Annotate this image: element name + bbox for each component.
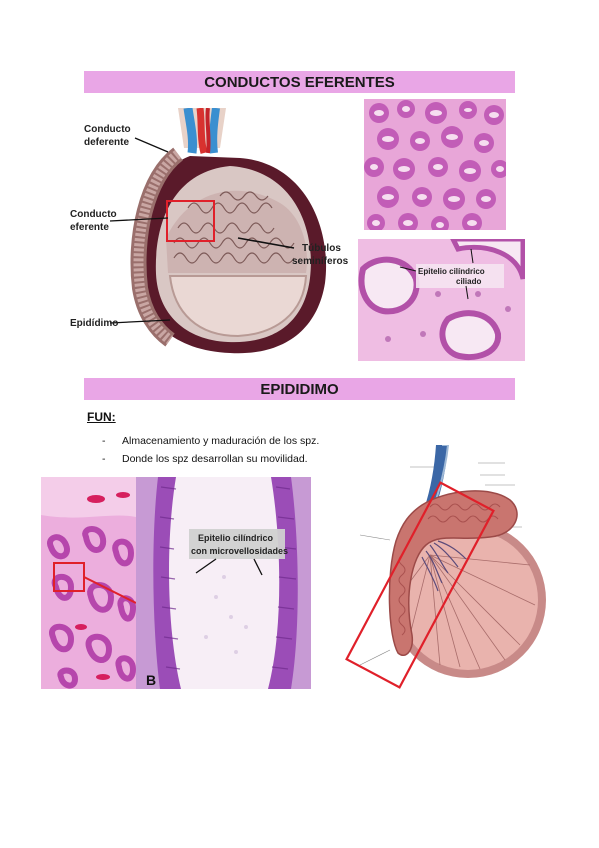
bullet-text: Almacenamiento y maduración de los spz. xyxy=(122,435,320,447)
label-tubulos-line2: seminíferos xyxy=(292,256,349,267)
bullet-text: Donde los spz desarrollan su movilidad. xyxy=(122,453,308,465)
micrograph-ciliated-epithelium: Epitelio cilíndrico ciliado xyxy=(358,239,525,361)
label-epitelio-ciliado-line1: Epitelio cilíndrico xyxy=(418,267,485,276)
micrograph-epididymis-high: Epitelio cilíndrico con microvellosidade… xyxy=(136,477,311,689)
label-epitelio-microvellosidades-line1: Epitelio cilíndrico xyxy=(198,533,274,543)
list-item: - Donde los spz desarrollan su movilidad… xyxy=(102,450,319,468)
testis-diagram: Conducto deferente Conducto eferente Túb… xyxy=(70,108,360,366)
label-conducto-deferente-line1: Conducto xyxy=(84,124,131,135)
micrograph-efferent-ducts-low xyxy=(364,99,506,230)
label-conducto-deferente-line2: deferente xyxy=(84,137,129,148)
label-epitelio-ciliado-line2: ciliado xyxy=(456,277,481,286)
section-title-epididimo: EPIDIDIMO xyxy=(84,378,515,400)
panel-letter: B xyxy=(146,672,156,688)
list-item: - Almacenamiento y maduración de los spz… xyxy=(102,432,319,450)
label-tubulos-line1: Túbulos xyxy=(302,243,341,254)
label-conducto-eferente-line2: eferente xyxy=(70,222,109,233)
label-conducto-eferente-line1: Conducto xyxy=(70,209,117,220)
epididymis-anatomy-illustration xyxy=(330,445,558,690)
micrograph-epididymis-low xyxy=(41,477,136,689)
function-list: - Almacenamiento y maduración de los spz… xyxy=(102,432,319,468)
label-epididimo: Epidídimo xyxy=(70,318,118,329)
label-epitelio-microvellosidades-line2: con microvellosidades xyxy=(191,546,288,556)
fun-heading: FUN: xyxy=(87,410,116,424)
section-title-conductos-eferentes: CONDUCTOS EFERENTES xyxy=(84,71,515,93)
